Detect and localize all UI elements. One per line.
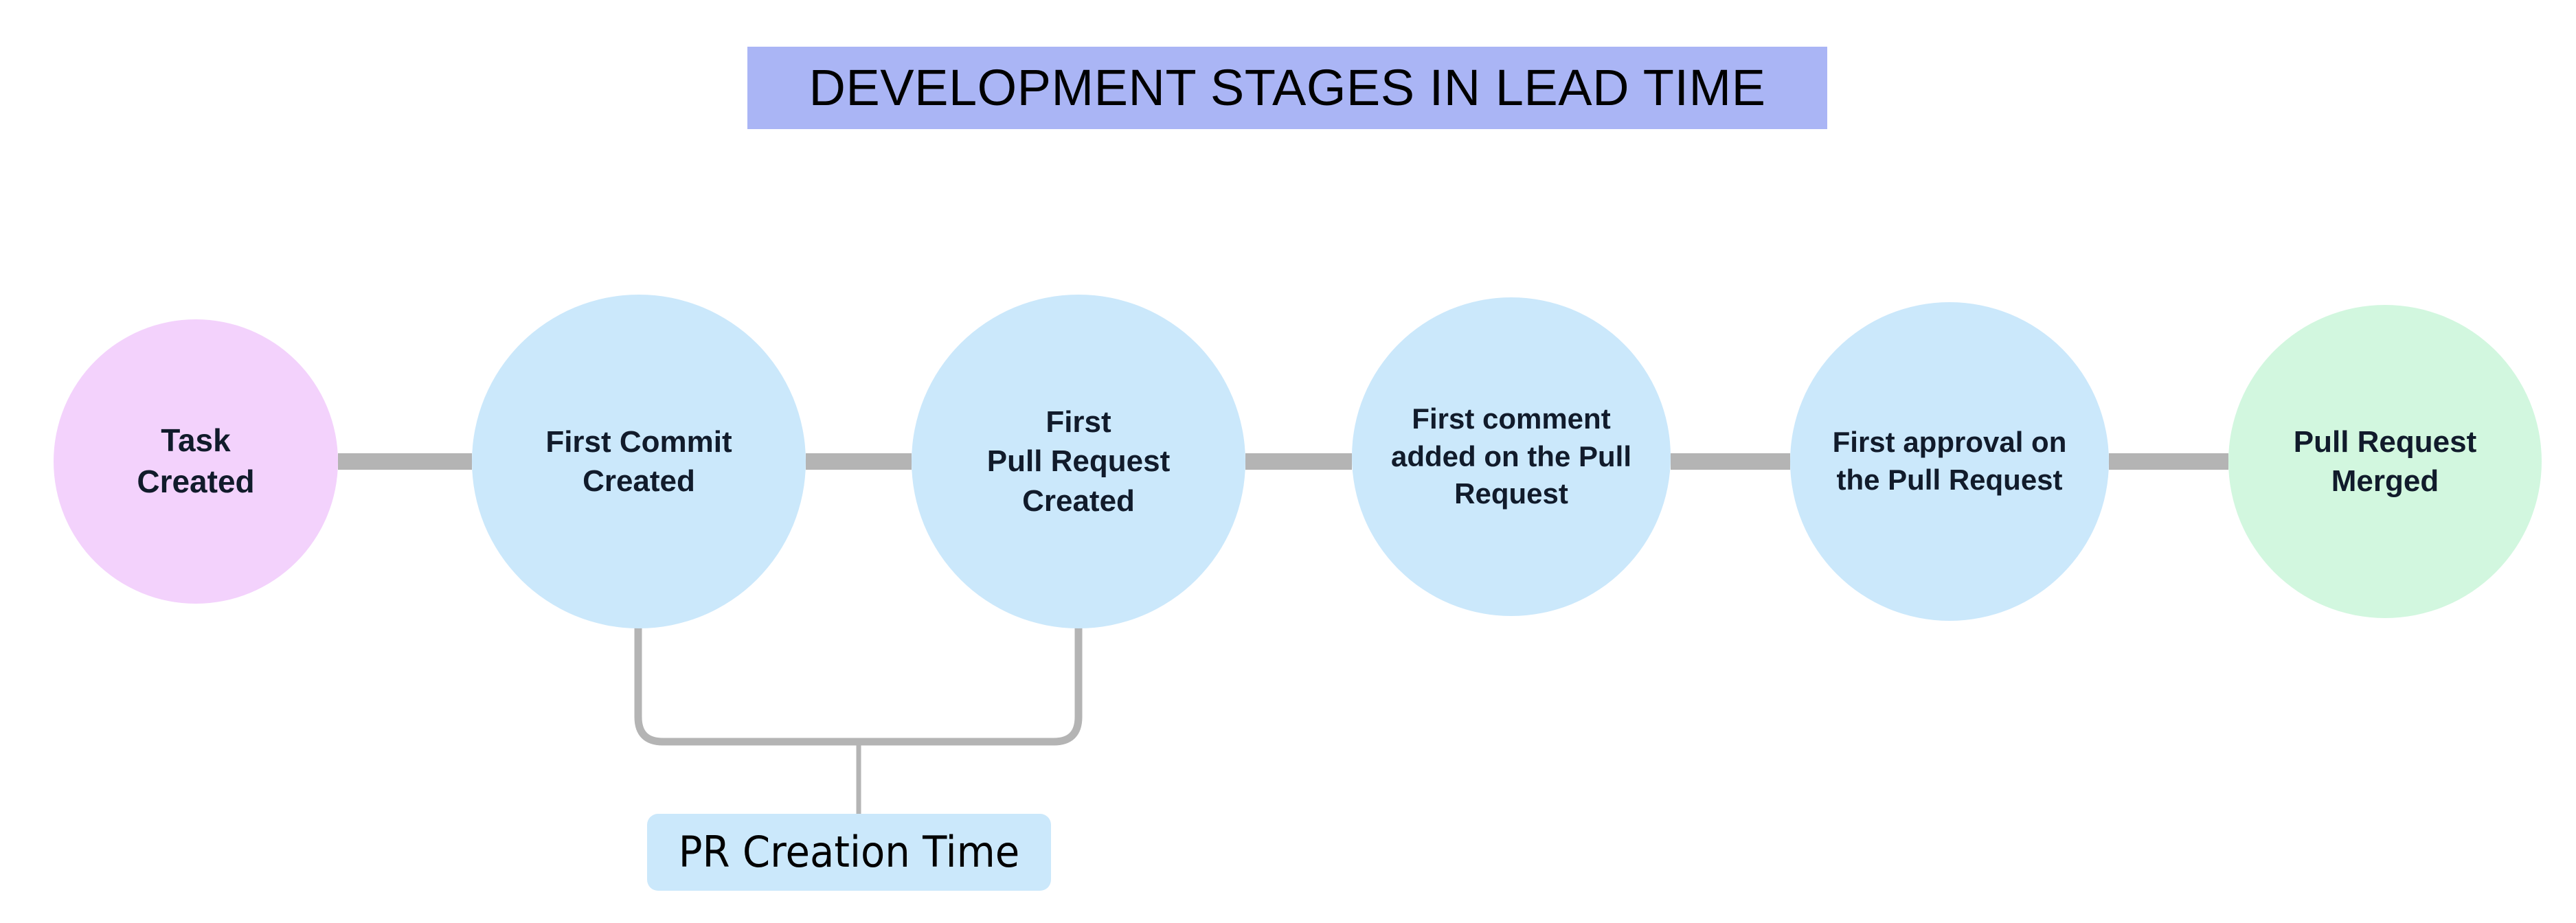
bracket-path [634, 618, 1083, 746]
stage-node-first-approval[interactable]: First approval on the Pull Request [1790, 302, 2109, 621]
pr-creation-time-label-text: PR Creation Time [678, 827, 1020, 877]
connector-first-pull-request-created-to-first-comment-added [1245, 453, 1352, 470]
pr-creation-time-bracket [634, 618, 1083, 817]
stage-node-first-comment-added[interactable]: First comment added on the Pull Request [1352, 297, 1671, 616]
stage-node-label: First comment added on the Pull Request [1390, 402, 1631, 510]
stage-node-label: Pull Request Merged [2293, 424, 2477, 498]
connector-task-created-to-first-commit-created [338, 453, 472, 470]
stage-node-label: First approval on the Pull Request [1832, 426, 2067, 496]
connector-first-comment-added-to-first-approval [1671, 453, 1790, 470]
pr-creation-time-label[interactable]: PR Creation Time [647, 814, 1051, 891]
stage-node-label: Task Created [137, 422, 255, 499]
stage-node-pull-request-merged[interactable]: Pull Request Merged [2228, 305, 2542, 618]
stage-node-first-commit-created[interactable]: First Commit Created [472, 295, 806, 628]
stage-node-first-pull-request-created[interactable]: First Pull Request Created [912, 295, 1245, 628]
connector-first-approval-to-pull-request-merged [2109, 453, 2228, 470]
connector-first-commit-created-to-first-pull-request-created [806, 453, 912, 470]
stage-node-task-created[interactable]: Task Created [54, 319, 338, 604]
stage-node-label: First Commit Created [545, 424, 732, 498]
stage-node-label: First Pull Request Created [986, 405, 1171, 518]
diagram-title-banner: DEVELOPMENT STAGES IN LEAD TIME [747, 47, 1827, 129]
diagram-title-text: DEVELOPMENT STAGES IN LEAD TIME [809, 59, 1766, 116]
